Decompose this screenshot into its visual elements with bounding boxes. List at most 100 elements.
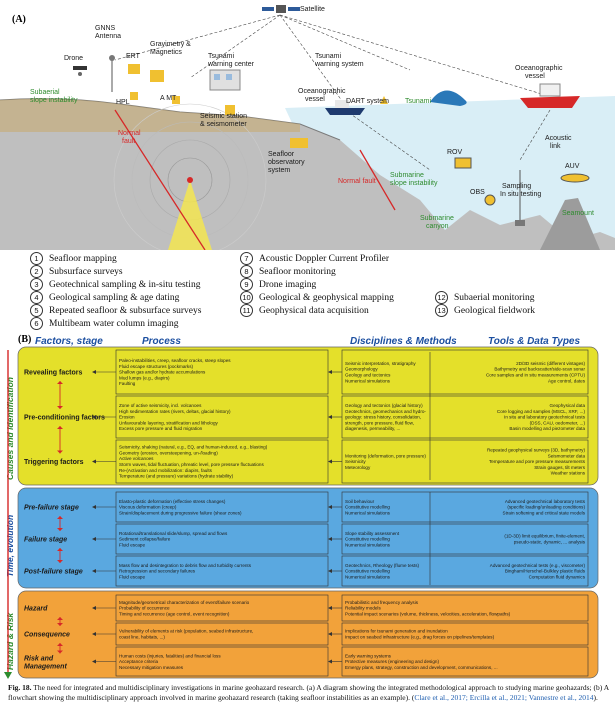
disciplines-triggering-factors-line: Monitoring (deformation, pore pressure) (345, 453, 426, 458)
legend-item-11: 11 Geophysical data acquisition (240, 304, 369, 317)
arrowhead-methods-consequence (328, 632, 332, 636)
arrowhead-stage-triggering-factors (92, 459, 96, 464)
legend-number-6: 6 (30, 317, 43, 330)
caption-fig-number: Fig. 18. (8, 683, 32, 692)
arrowhead-methods-pre-conditioning-factors (328, 415, 332, 419)
tools-triggering-factors-line: Weather stations (551, 471, 586, 476)
process-hazard-line: Timing and recurrence (age control, even… (119, 611, 230, 616)
arrowhead-stage-pre-failure-stage (92, 505, 96, 509)
process-triggering-factors-line: Geometry (erosion, oversteepening, un-/l… (119, 450, 218, 455)
gravimetry-icon (150, 70, 164, 82)
label-hpl: HPL (116, 99, 130, 106)
seafloor-terrain (0, 98, 615, 250)
tools-pre-conditioning-factors-line: Geophysical data (550, 403, 586, 408)
tools-revealing-factors-line: 2D/3D seismic (different vintages) (516, 361, 585, 366)
arrowhead-methods-risk-and-management (328, 659, 332, 664)
disciplines-hazard-line: Probabilistic and frequency analysis (345, 600, 419, 605)
process-failure-stage-line: Rotational/translational slide/slump, sp… (119, 531, 228, 536)
arrowhead-stage-failure-stage (92, 537, 96, 541)
legend-text-11: Geophysical data acquisition (259, 305, 369, 316)
drone-icon (73, 66, 87, 76)
header-disciplines: Disciplines & Methods (350, 336, 457, 347)
stage-post-failure-stage: Post-failure stage (24, 569, 83, 576)
legend-number-3: 3 (30, 278, 43, 291)
label-mt: A MT (160, 95, 177, 102)
disciplines-risk-and-management-line: Protective measures (engineering and des… (345, 659, 439, 664)
legend-number-10: 10 (240, 291, 253, 304)
tools-pre-failure-stage-line: Advanced geotechnical laboratory tests (505, 499, 586, 504)
arrowhead-methods-failure-stage (328, 537, 332, 541)
seismic-station-icon (225, 105, 235, 115)
tsunami-wave-icon (430, 90, 467, 106)
tools-failure-stage-line: pseudo-static, dynamic, ... analysis (514, 540, 586, 545)
process-pre-failure-stage-line: Viscous deformation (creep) (119, 505, 177, 510)
label-dart: DART system (346, 98, 389, 105)
process-triggering-factors-line: Temperature (and pressure) variations (h… (119, 474, 234, 479)
stage-link-head-down-pre-conditioning-factors (57, 450, 63, 454)
seismic-source (113, 103, 267, 250)
tools-triggering-factors-line: Strain gauges, tilt meters (534, 465, 586, 470)
section-causes-bg (17, 346, 599, 486)
label-rov: ROV (447, 149, 463, 156)
process-risk-and-management-line: Necessary mitigation measures (119, 665, 184, 670)
label-auv: AUV (565, 163, 580, 170)
process-post-failure-stage-line: Fluid escape (119, 574, 145, 579)
arrowhead-methods-revealing-factors (328, 370, 332, 374)
disciplines-pre-conditioning-factors-line: Geotechnics, geomechanics and hydro- (345, 409, 426, 414)
label-drone: Drone (64, 55, 83, 62)
disciplines-post-failure-stage-line: Constitutive modelling (345, 569, 390, 574)
section-time-bg (17, 487, 599, 589)
process-hazard-line: Probability of occurrence (119, 606, 170, 611)
disciplines-triggering-factors-line: Seismicity (345, 459, 366, 464)
caption-references[interactable]: Clare et al., 2017; Ercilla et al., 2021… (414, 693, 594, 702)
legend-number-7: 7 (240, 252, 253, 265)
tools-pre-failure-stage-line: (specific loading/unloading conditions) (507, 505, 585, 510)
process-pre-conditioning-factors-line: Unfavourable layering, stratification an… (119, 420, 219, 425)
seafloor-observatory-icon (290, 138, 308, 148)
arrowhead-methods-post-failure-stage (328, 569, 332, 573)
label-seamount: Seamount (562, 210, 594, 217)
satellite-links (114, 14, 546, 106)
legend-number-11: 11 (240, 304, 253, 317)
side-timeline-arrowhead (4, 672, 12, 679)
tools-revealing-factors-line: Bathymetry and backscatter/side-scan son… (494, 367, 585, 372)
disciplines-risk-and-management-line: Early warning systems (345, 653, 392, 658)
process-revealing-factors-line: Mud lumps (e.g., diapirs) (119, 375, 170, 380)
tools-post-failure-stage-line: Advanced geotechnical tests (e.g., visco… (490, 563, 586, 568)
process-failure-stage-line: Fluid escape (119, 542, 145, 547)
tools-pre-conditioning-factors-line: Basin modelling and piezometer data (509, 426, 585, 431)
side-label-hazard-risk: Hazard & Risk (5, 612, 15, 670)
tools-pre-conditioning-factors-line: Core logging and samples (MSCL, XRF, ...… (497, 409, 586, 414)
label-seismic-station: Seismic station& seismometer (200, 113, 247, 128)
label-obs: OBS (470, 189, 485, 196)
stage-link-head-up-pre-conditioning-factors (57, 426, 63, 429)
disciplines-pre-conditioning-factors-line: geology: stress history, consolidation, (345, 415, 421, 420)
disciplines-pre-conditioning-factors-line: Geology and tectonics (glacial history) (345, 403, 423, 408)
disciplines-triggering-factors-line: Meteorology (345, 465, 371, 470)
process-failure-stage-line: Sediment collapse/failure (119, 537, 171, 542)
section-hazard-bg (17, 590, 599, 679)
legend-number-5: 5 (30, 304, 43, 317)
arrowhead-stage-hazard (92, 606, 96, 610)
process-hazard-line: Magnitude/geometrical characterization o… (119, 600, 250, 605)
stage-link-head-down-hazard (57, 623, 63, 626)
disciplines-revealing-factors-line: Geomorphology (345, 367, 378, 372)
disciplines-hazard-line: Potential impact scenarios (volume, thic… (345, 611, 511, 616)
stage-risk-and-management: Risk and (24, 656, 54, 663)
legend-text-1: Seafloor mapping (49, 253, 117, 264)
disciplines-pre-conditioning-factors-line: strength, pore pressure, fluid flow, (345, 420, 414, 425)
disciplines-post-failure-stage-line: Geotechnics, Rheology (flume tests) (345, 563, 420, 568)
oceanographic-vessel-right-icon (520, 83, 580, 108)
dart-buoy-icon (380, 96, 388, 104)
